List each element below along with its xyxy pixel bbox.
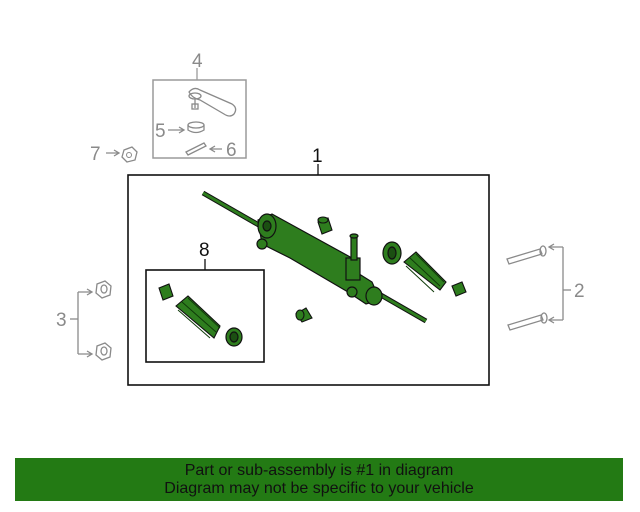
seal-cap-part[interactable] [187,121,205,134]
callout-6: 6 [226,140,237,161]
boot-kit-box[interactable] [145,259,265,363]
callout-1: 1 [312,146,323,167]
banner-line-2: Diagram may not be specific to your vehi… [164,479,474,497]
steering-gear-assembly-box[interactable] [127,164,490,386]
tie-rod-end-part[interactable] [188,87,237,117]
bushing-upper-part[interactable] [317,216,333,235]
callout-7: 7 [90,144,101,165]
bushing-lower-part[interactable] [295,307,313,323]
tie-rod-end-group[interactable] [152,68,247,159]
clamp-left-part[interactable] [158,283,174,301]
rack-boot-right-part[interactable] [403,251,447,293]
rack-seal-ring-left-part[interactable] [225,327,243,347]
callout-2: 2 [574,281,585,302]
nuts-3-group[interactable] [70,280,112,361]
banner-line-1: Part or sub-assembly is #1 in diagram [184,461,454,479]
bolts-2-group[interactable] [506,243,571,331]
nut-7-part[interactable] [106,146,138,163]
clamp-right-part[interactable] [451,281,467,297]
callout-5: 5 [155,121,166,142]
cotter-pin-part[interactable] [185,142,207,156]
rack-seal-ring-right-part[interactable] [382,241,402,265]
steering-rack-part[interactable] [201,190,428,324]
callout-4: 4 [192,51,203,72]
callout-8: 8 [199,240,210,261]
rack-boot-left-part[interactable] [175,295,221,339]
info-banner: Part or sub-assembly is #1 in diagram Di… [15,458,623,501]
callout-3: 3 [56,310,67,331]
